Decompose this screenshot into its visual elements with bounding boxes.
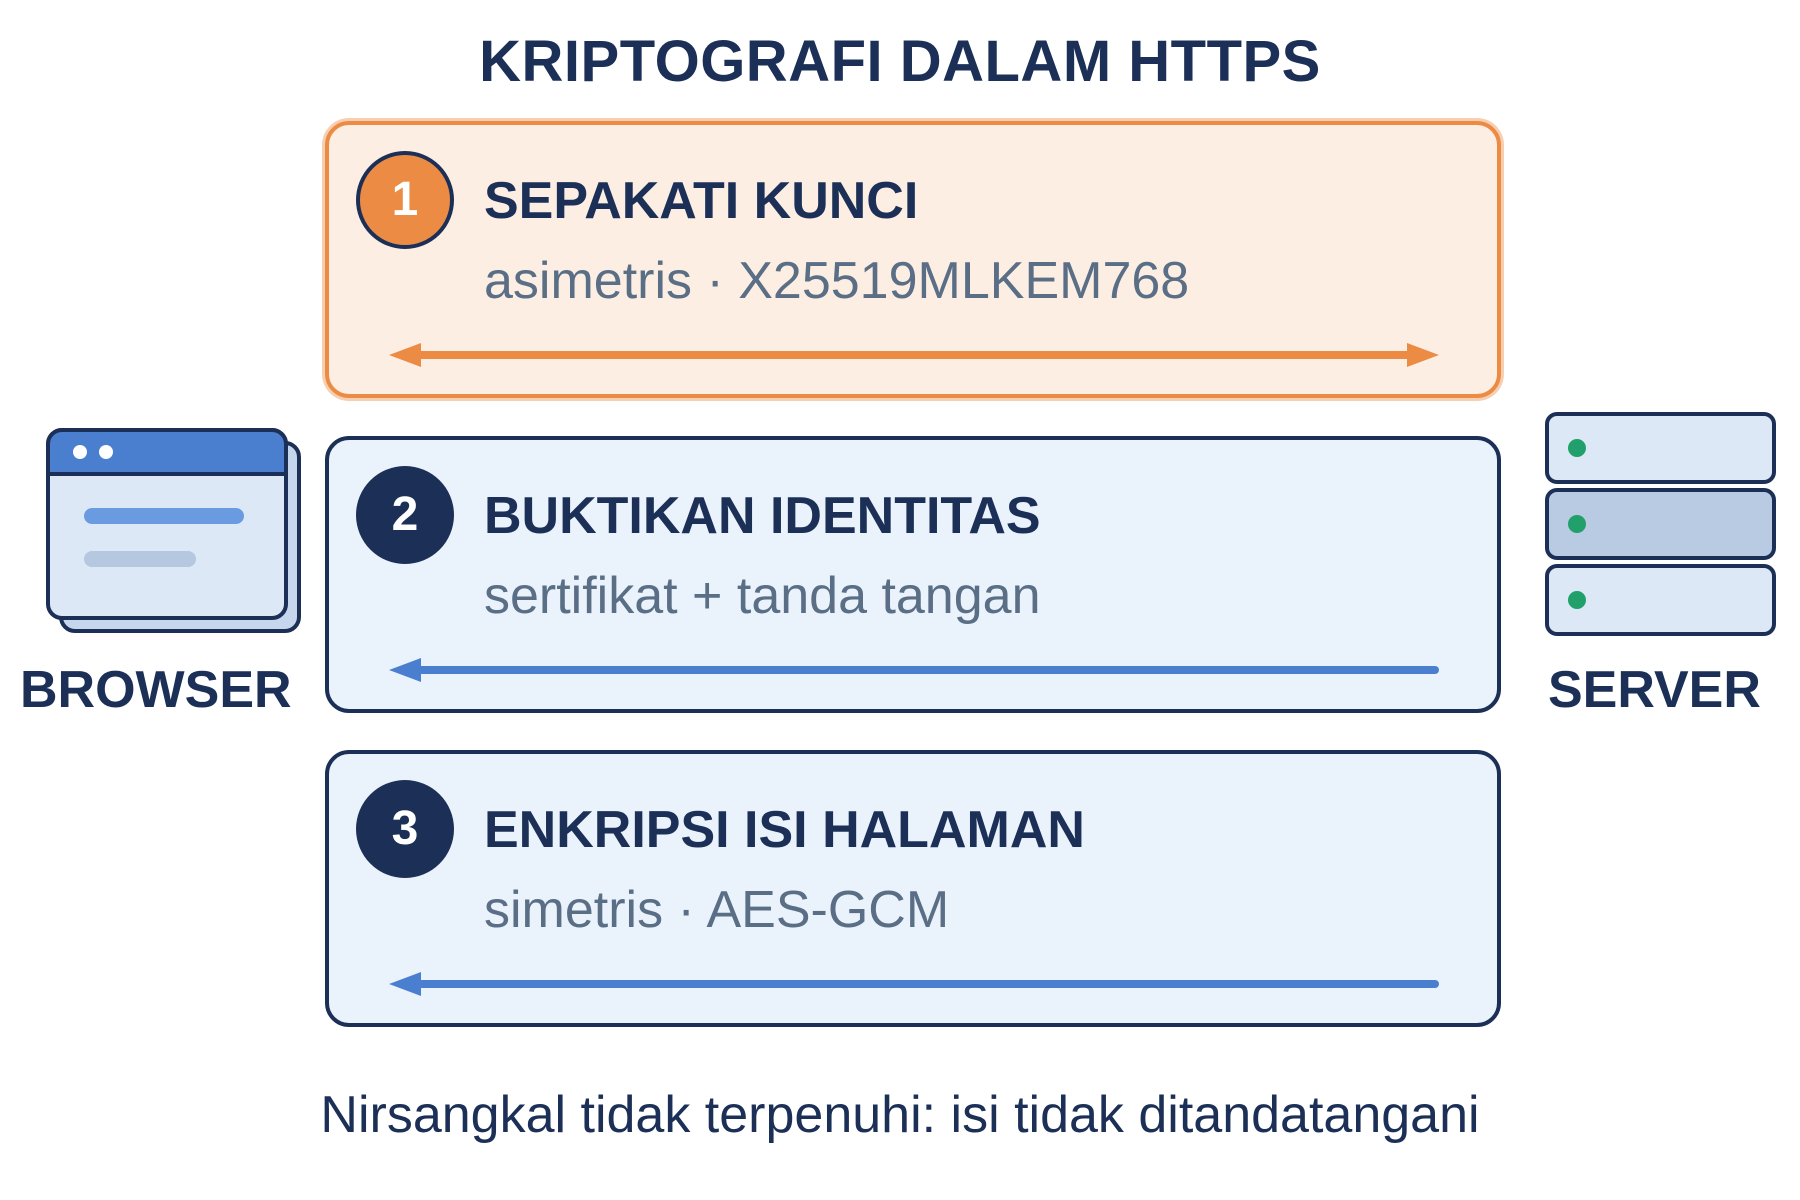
server-rack-icon: [1545, 412, 1776, 636]
step-encrypt-content: 3 ENKRIPSI ISI HALAMAN simetris · AES-GC…: [325, 750, 1501, 1027]
step-prove-identity: 2 BUKTIKAN IDENTITAS sertifikat + tanda …: [325, 436, 1501, 713]
browser-window-icon: [46, 428, 301, 633]
step-number-badge: 3: [356, 780, 454, 878]
step-title: ENKRIPSI ISI HALAMAN: [484, 801, 1085, 859]
diagram-title: KRIPTOGRAFI DALAM HTTPS: [479, 29, 1321, 94]
left-arrow-icon: [389, 658, 1439, 682]
server-label: SERVER: [1548, 661, 1761, 719]
left-arrow-icon: [389, 972, 1439, 996]
footer-note: Nirsangkal tidak terpenuhi: isi tidak di…: [320, 1086, 1480, 1144]
bidirectional-arrow-icon: [389, 343, 1439, 367]
step-number-badge: 1: [356, 151, 454, 249]
step-title: SEPAKATI KUNCI: [484, 172, 919, 230]
step-subtitle: simetris · AES-GCM: [484, 881, 950, 939]
step-number-badge: 2: [356, 466, 454, 564]
step-title: BUKTIKAN IDENTITAS: [484, 487, 1041, 545]
step-key-agreement: 1 SEPAKATI KUNCI asimetris · X25519MLKEM…: [325, 121, 1501, 398]
step-subtitle: sertifikat + tanda tangan: [484, 567, 1041, 625]
step-subtitle: asimetris · X25519MLKEM768: [484, 252, 1190, 310]
browser-label: BROWSER: [20, 661, 292, 719]
